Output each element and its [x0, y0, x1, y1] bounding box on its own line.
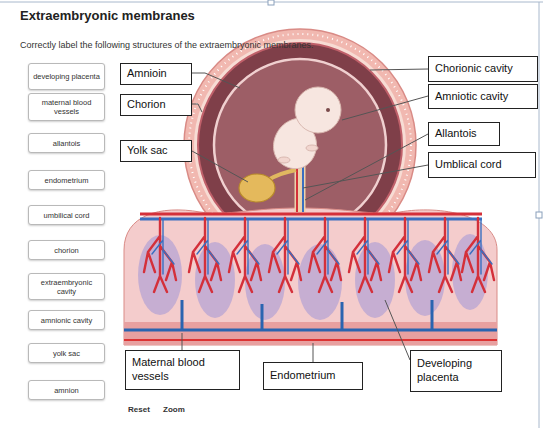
label-text: Chorionic cavity	[435, 62, 513, 76]
label-text: Chorion	[127, 98, 166, 112]
tile-text: amnionic cavity	[41, 316, 92, 325]
word-bank-tile: developing placenta	[28, 63, 105, 90]
word-bank-tile: amnion	[28, 380, 105, 400]
word-bank-tile: extraembryonic cavity	[28, 273, 105, 300]
word-bank-tile: umbilical cord	[28, 205, 105, 225]
label-text: Yolk sac	[127, 144, 168, 158]
endometrium-layer	[124, 322, 497, 345]
word-bank-tile: yolk sac	[28, 343, 105, 363]
answer-label-box: Chorion	[120, 94, 192, 116]
limb-bud	[278, 157, 290, 163]
embryo-head	[295, 87, 341, 133]
tile-text: amnion	[54, 386, 79, 395]
answer-label-box: Yolk sac	[120, 140, 192, 162]
answer-label-box: Developing placenta	[410, 350, 502, 392]
zoom-button: Zoom	[163, 405, 185, 414]
answer-label-box: Amnioin	[120, 63, 192, 85]
placenta-tissue	[124, 208, 497, 345]
answer-label-box: Umblical cord	[428, 152, 536, 178]
tile-text: umbilical cord	[44, 211, 90, 220]
leader-lines	[182, 69, 428, 362]
tile-text: chorion	[54, 246, 79, 255]
umbilical-vein	[140, 218, 482, 221]
label-text: Allantois	[435, 127, 477, 141]
tile-text: endometrium	[45, 176, 89, 185]
amnion	[214, 59, 386, 231]
word-bank-tile: maternal blood vessels	[28, 93, 105, 121]
instruction-text: Correctly label the following structures…	[20, 40, 314, 50]
label-text: Amniotic cavity	[435, 90, 508, 104]
tile-text: maternal blood vessels	[33, 98, 100, 116]
answer-label-box: Amniotic cavity	[428, 84, 538, 109]
limb-bud	[306, 145, 318, 151]
word-bank-tile: endometrium	[28, 170, 105, 190]
label-text: Developing placenta	[417, 357, 495, 385]
tile-text: extraembryonic cavity	[33, 278, 100, 296]
label-text: Maternal blood vessels	[132, 356, 233, 384]
answer-label-box: Endometrium	[263, 362, 363, 390]
title-heading: Extraembryonic membranes	[20, 8, 195, 23]
maternal-artery	[124, 339, 497, 341]
tile-text: allantois	[53, 139, 81, 148]
tile-text: yolk sac	[53, 349, 80, 358]
chorionic-villi	[144, 218, 494, 292]
word-bank-tile: allantois	[28, 133, 105, 153]
frame-handle	[536, 212, 542, 218]
word-bank-tile: amnionic cavity	[28, 310, 105, 330]
frame-handle	[268, 0, 274, 5]
reset-button: Reset	[128, 405, 150, 414]
word-bank-tile: chorion	[28, 240, 105, 260]
umbilical-artery	[140, 213, 482, 216]
maternal-vessels	[124, 300, 497, 330]
yolk-stalk	[268, 170, 296, 180]
answer-label-box: Maternal blood vessels	[125, 350, 240, 390]
yolk-sac	[239, 174, 275, 202]
label-text: Endometrium	[270, 369, 335, 383]
label-text: Amnioin	[127, 67, 167, 81]
answer-label-box: Chorionic cavity	[428, 56, 538, 82]
label-text: Umblical cord	[435, 158, 502, 172]
tile-text: developing placenta	[33, 72, 100, 81]
answer-label-box: Allantois	[428, 122, 500, 146]
embryo-eye	[326, 108, 330, 112]
